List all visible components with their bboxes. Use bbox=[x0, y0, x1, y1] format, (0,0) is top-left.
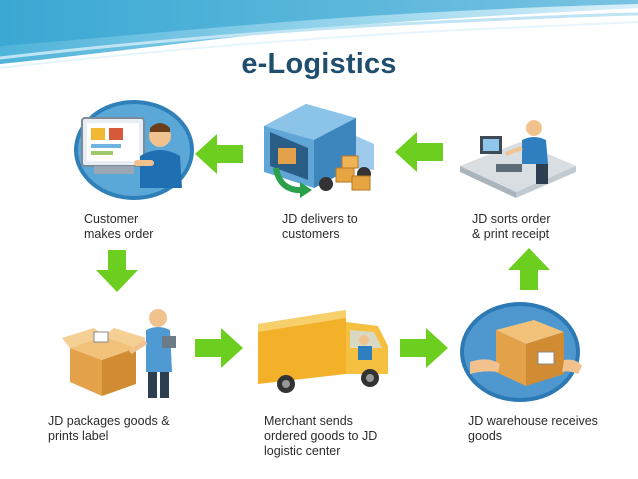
step-caption-sort: JD sorts order & print receipt bbox=[472, 212, 551, 241]
box-handoff-icon bbox=[460, 302, 582, 402]
arrow-up-icon bbox=[508, 248, 550, 290]
slide-title: e-Logistics bbox=[241, 48, 397, 80]
worker-desk-icon bbox=[460, 120, 576, 198]
cargo-truck-icon bbox=[258, 310, 388, 393]
step-caption-deliver: JD delivers to customers bbox=[282, 212, 358, 241]
customer-computer-icon bbox=[74, 100, 194, 200]
header-wave-decoration bbox=[0, 0, 638, 69]
arrow-right-icon bbox=[195, 328, 243, 368]
packaging-worker-icon bbox=[62, 309, 176, 398]
step-caption-customer: Customer makes order bbox=[84, 212, 154, 241]
delivery-truck-icon bbox=[264, 104, 374, 198]
arrow-right-icon bbox=[400, 328, 448, 368]
arrow-left-icon bbox=[195, 134, 243, 174]
step-caption-warehouse: JD warehouse receives goods bbox=[468, 414, 598, 443]
step-caption-package: JD packages goods & prints label bbox=[48, 414, 170, 443]
arrow-down-icon bbox=[96, 250, 138, 292]
step-caption-merchant: Merchant sends ordered goods to JD logis… bbox=[264, 414, 378, 458]
arrow-left-icon bbox=[395, 132, 443, 172]
